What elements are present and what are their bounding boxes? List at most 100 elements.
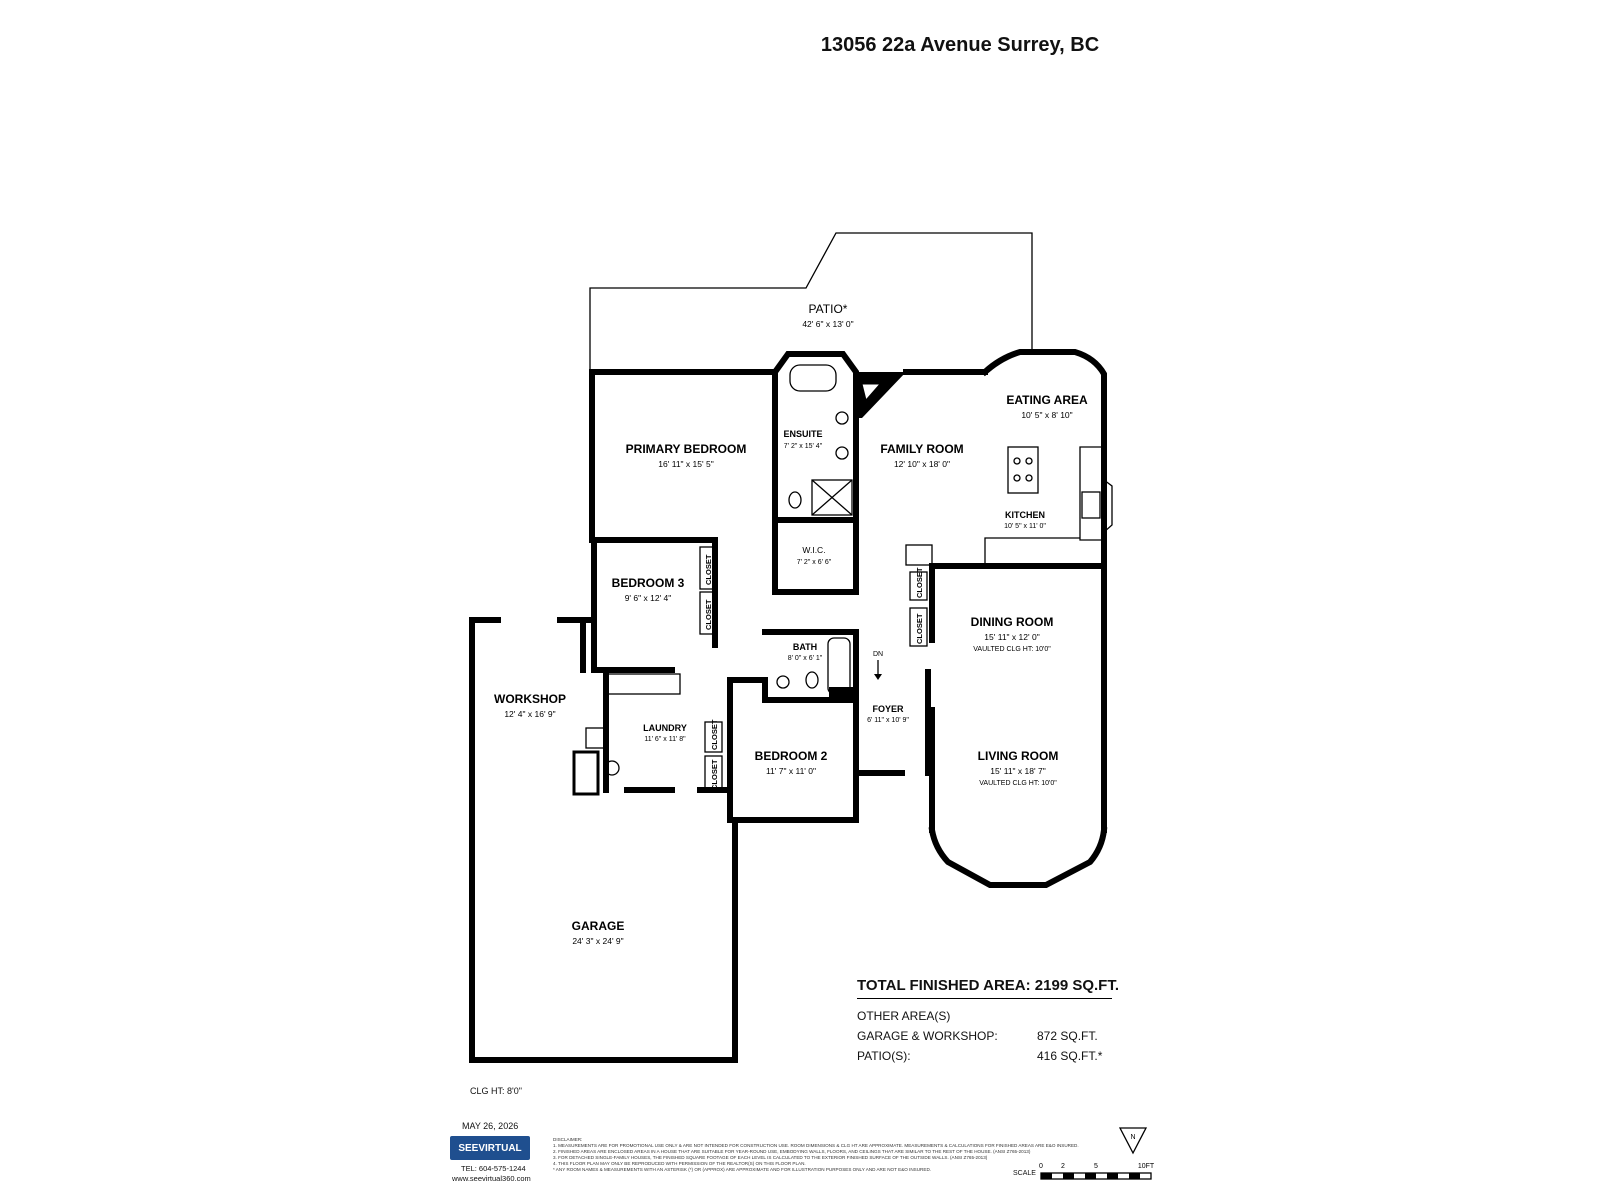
room-primary-dims: 16' 11" x 15' 5": [658, 459, 713, 469]
sink-ensuite-1: [835, 411, 849, 425]
toilet-ensuite: [788, 491, 802, 509]
phone-number: TEL: 604-575-1244: [461, 1164, 526, 1173]
room-bath-name: BATH: [793, 642, 817, 652]
closet-dining-b: [909, 607, 928, 647]
patio-outline: [589, 232, 1033, 370]
disclaimer-2: 2. FINISHED AREAS ARE ENCLOSED AREAS IN …: [553, 1149, 1031, 1154]
wall-foyer: [853, 669, 905, 776]
room-bedroom3-dims: 9' 6" x 12' 4": [625, 593, 672, 603]
room-family-dims: 12' 10" x 18' 0": [894, 459, 950, 469]
wall-eating-bay: [980, 349, 1107, 563]
cooktop-3: [1013, 474, 1021, 482]
room-bedroom2-dims: 11' 7" x 11' 0": [766, 766, 816, 776]
fireplace: [856, 372, 906, 418]
room-bedroom2-name: BEDROOM 2: [755, 749, 828, 763]
scale-seg-1: [1041, 1173, 1052, 1179]
scale-seg-3: [1085, 1173, 1096, 1179]
room-bedroom3-name: BEDROOM 3: [612, 576, 685, 590]
scale-tick-5: 5: [1094, 1163, 1098, 1170]
room-patio-dims: 42' 6" x 13' 0": [802, 319, 853, 329]
room-foyer-dims: 6' 11" x 10' 9": [867, 717, 909, 724]
garage-area-row: GARAGE & WORKSHOP: 872 SQ.FT.: [857, 1029, 1112, 1043]
closet-laundry-a: [704, 721, 723, 753]
wall-wic: [772, 517, 859, 595]
kitchen-window: [1103, 479, 1113, 533]
closet-laundry-b: [704, 755, 723, 793]
disclaimer-4: 4. THIS FLOOR PLAN MAY ONLY BE REPRODUCE…: [553, 1161, 806, 1166]
room-ensuite-dims: 7' 2" x 15' 4": [784, 443, 823, 450]
shower-diag-2: [811, 479, 853, 516]
scale-seg-5: [1129, 1173, 1140, 1179]
room-laundry-name: LAUNDRY: [643, 723, 687, 733]
cooktop-4: [1025, 474, 1033, 482]
room-ensuite-name: ENSUITE: [783, 429, 822, 439]
room-laundry-dims: 11' 6" x 11' 8": [644, 736, 686, 743]
room-family-name: FAMILY ROOM: [880, 442, 963, 456]
patio-area-row: PATIO(S): 416 SQ.FT.*: [857, 1049, 1112, 1063]
other-label: OTHER AREA(S): [857, 1009, 951, 1023]
room-living-note: VAULTED CLG HT: 10'0": [979, 780, 1057, 787]
disclaimer: DISCLAIMER: 1. MEASUREMENTS ARE FOR PROM…: [553, 1137, 1083, 1173]
room-primary-name: PRIMARY BEDROOM: [626, 442, 747, 456]
room-dining-dims: 15' 11" x 12' 0": [984, 632, 1039, 642]
kitchen-counter-bottom: [984, 537, 1080, 563]
total-finished-area: TOTAL FINISHED AREA: 2199 SQ.FT.: [857, 977, 1119, 999]
room-workshop-name: WORKSHOP: [494, 692, 566, 706]
room-dining-name: DINING ROOM: [971, 615, 1054, 629]
shower: [811, 479, 853, 516]
room-patio-name: PATIO*: [809, 302, 848, 316]
website-link[interactable]: www.seevirtual360.com: [452, 1174, 531, 1183]
ceiling-height: CLG HT: 8'0": [470, 1086, 522, 1096]
seevirtual-logo: SEEVIRTUAL: [450, 1136, 530, 1160]
closet-label-dining-a: CLOSET: [915, 567, 924, 598]
closet-br3-a: [699, 546, 716, 590]
room-workshop-dims: 12' 4" x 16' 9": [504, 709, 555, 719]
dryer: [604, 760, 620, 776]
room-dining-note: VAULTED CLG HT: 10'0": [973, 646, 1051, 653]
wall-ensuite: [770, 351, 859, 521]
closet-label-dining-b: CLOSET: [915, 613, 924, 644]
sink-ensuite-2: [835, 446, 849, 460]
fridge: [905, 544, 933, 566]
room-wic-name: W.I.C.: [802, 545, 825, 555]
bath-tub: [827, 637, 851, 695]
garage-value: 872 SQ.FT.: [1037, 1029, 1098, 1043]
bathtub: [789, 364, 837, 392]
disclaimer-1: 1. MEASUREMENTS ARE FOR PROMOTIONAL USE …: [553, 1143, 1079, 1148]
washer: [572, 750, 600, 796]
room-garage-name: GARAGE: [572, 919, 625, 933]
bath-toilet: [805, 671, 819, 689]
closet-label-br3-a: CLOSET: [704, 554, 713, 585]
closet-dining-a: [909, 571, 928, 601]
room-wic-dims: 7' 2" x 6' 6": [797, 559, 832, 566]
room-bath-dims: 8' 0" x 6' 1": [788, 655, 823, 662]
wall-bedroom3: [591, 537, 675, 673]
closet-label-laundry-b: CLOSET: [710, 759, 719, 790]
bath-sink: [776, 675, 790, 689]
wall-living-bay: [928, 826, 1108, 888]
patio-label: PATIO(S):: [857, 1049, 911, 1063]
room-living-dims: 15' 11" x 18' 7": [990, 766, 1045, 776]
cooktop-2: [1025, 457, 1033, 465]
room-eating-dims: 10' 5" x 8' 10": [1021, 410, 1072, 420]
disclaimer-3: 3. FOR DETACHED SINGLE-FAMILY HOUSES, TH…: [553, 1155, 988, 1160]
page-title: 13056 22a Avenue Surrey, BC: [820, 34, 1100, 56]
stair-dn-arrowhead: [874, 674, 882, 680]
total-label: TOTAL FINISHED AREA:: [857, 977, 1031, 994]
patio-value: 416 SQ.FT.*: [1037, 1049, 1103, 1063]
scale-tick-10: 10FT: [1138, 1163, 1155, 1170]
fireplace-inner: [861, 383, 882, 402]
north-arrow: [1118, 1127, 1148, 1155]
room-eating-name: EATING AREA: [1006, 393, 1088, 407]
kitchen-island: [1007, 446, 1039, 494]
scale-tick-0: 0: [1039, 1163, 1043, 1170]
kitchen-sink: [1081, 491, 1101, 519]
garage-label: GARAGE & WORKSHOP:: [857, 1029, 998, 1043]
closet-label-br3-b: CLOSET: [704, 599, 713, 630]
north-label: N: [1130, 1134, 1135, 1141]
scale-tick-2: 2: [1061, 1163, 1065, 1170]
scale-seg-4: [1107, 1173, 1118, 1179]
room-foyer-name: FOYER: [872, 704, 904, 714]
room-kitchen-dims: 10' 5" x 11' 0": [1004, 523, 1046, 530]
